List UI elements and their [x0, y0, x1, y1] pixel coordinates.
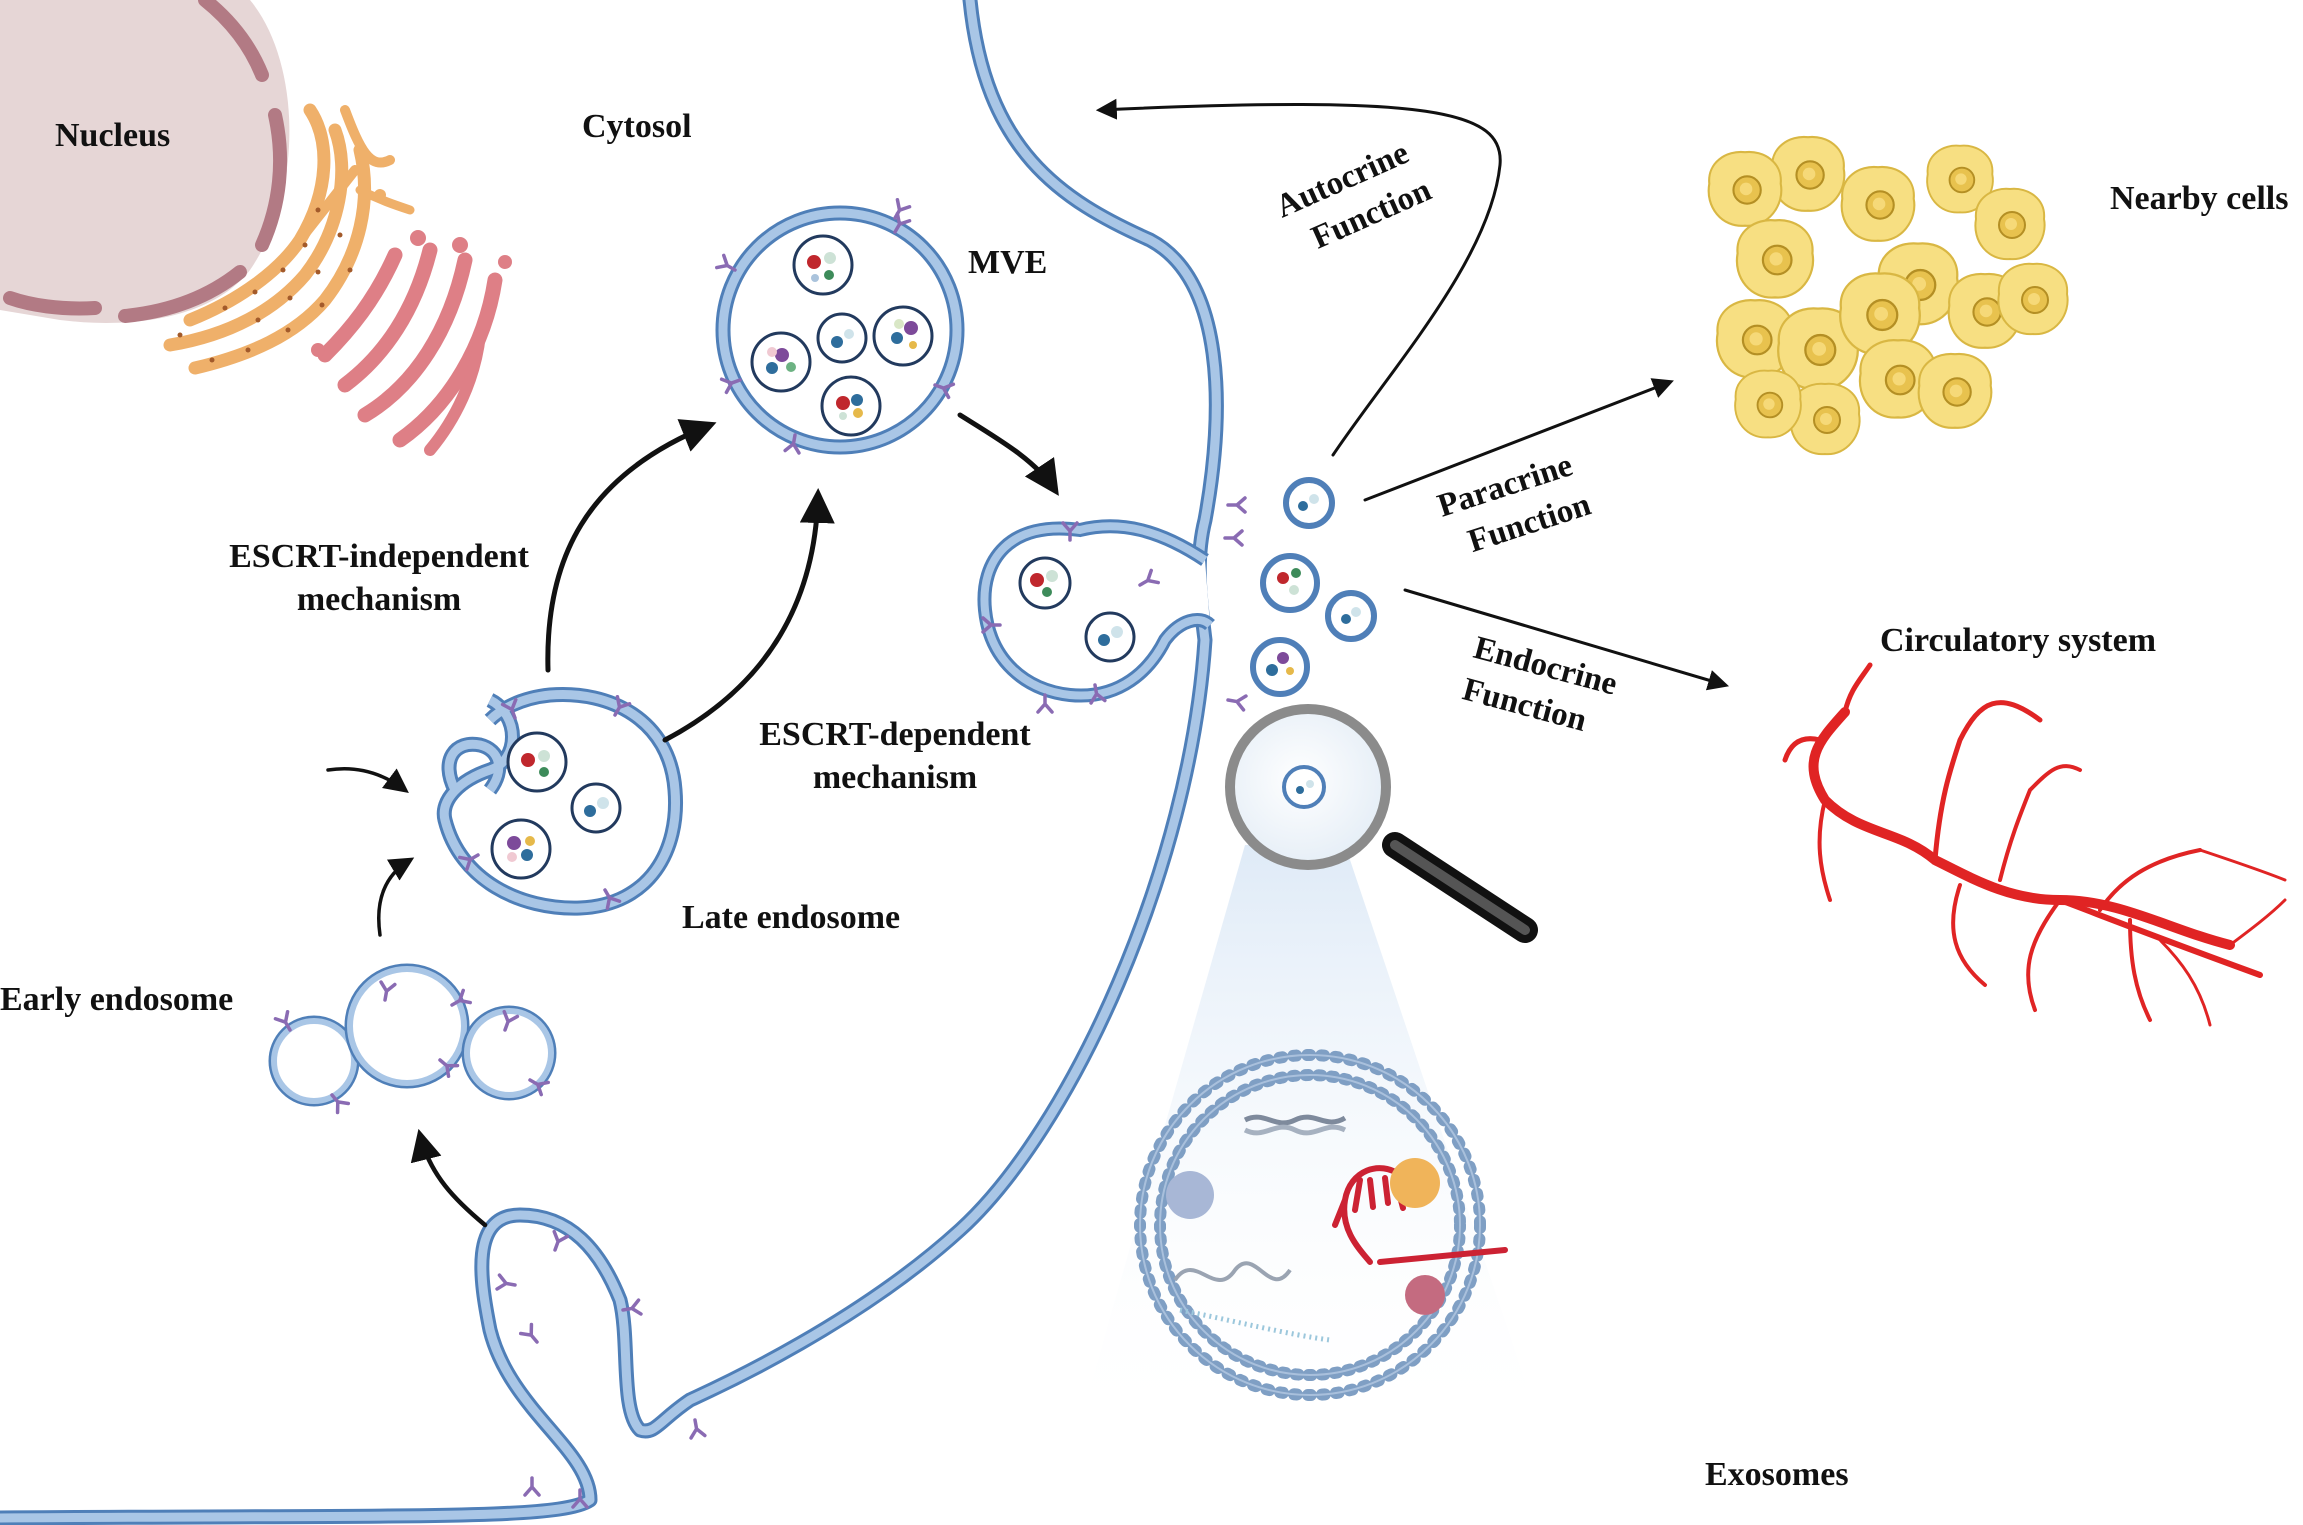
golgi-apparatus	[311, 230, 512, 456]
label-mve: MVE	[968, 244, 1047, 281]
label-circulatory-system: Circulatory system	[1880, 622, 2156, 659]
plasma-membrane	[0, 0, 1224, 1525]
label-cytosol: Cytosol	[582, 108, 692, 145]
blood-vessel	[1782, 662, 2287, 1027]
endoplasmic-reticulum	[163, 103, 415, 375]
label-exosomes: Exosomes	[1705, 1456, 1849, 1493]
mve	[715, 205, 965, 455]
pathway-arrows	[326, 98, 1730, 1228]
arrow-escrt-dependent	[662, 488, 835, 743]
exosome-detail	[1134, 1049, 1508, 1401]
arrow-early-to-late	[377, 857, 415, 937]
arrow-autocrine	[1095, 98, 1502, 457]
label-escrt-dependent-line2: mechanism	[813, 759, 977, 796]
released-exosomes	[1250, 477, 1377, 697]
nucleus	[0, 0, 290, 323]
early-endosomes	[268, 963, 557, 1107]
label-escrt-dependent-line1: ESCRT-dependent	[759, 716, 1031, 753]
arrow-escrt-independent	[545, 419, 717, 673]
arrow-paracrine	[1363, 378, 1674, 502]
arrow-mve-to-membrane	[957, 412, 1059, 496]
label-early-endosome: Early endosome	[0, 981, 233, 1018]
fusing-mve	[977, 519, 1215, 703]
late-endosome	[436, 686, 684, 916]
arrow-into-late-endosome	[326, 766, 409, 793]
label-late-endosome: Late endosome	[682, 899, 900, 936]
label-nucleus: Nucleus	[55, 117, 170, 154]
label-escrt-independent-line1: ESCRT-independent	[229, 538, 530, 575]
arrow-endocrine	[1403, 588, 1730, 691]
nearby-cells-cluster	[1707, 135, 2069, 456]
arrow-budding-to-early	[410, 1128, 488, 1228]
label-nearby-cells: Nearby cells	[2110, 180, 2288, 217]
label-escrt-independent-line2: mechanism	[297, 581, 461, 618]
